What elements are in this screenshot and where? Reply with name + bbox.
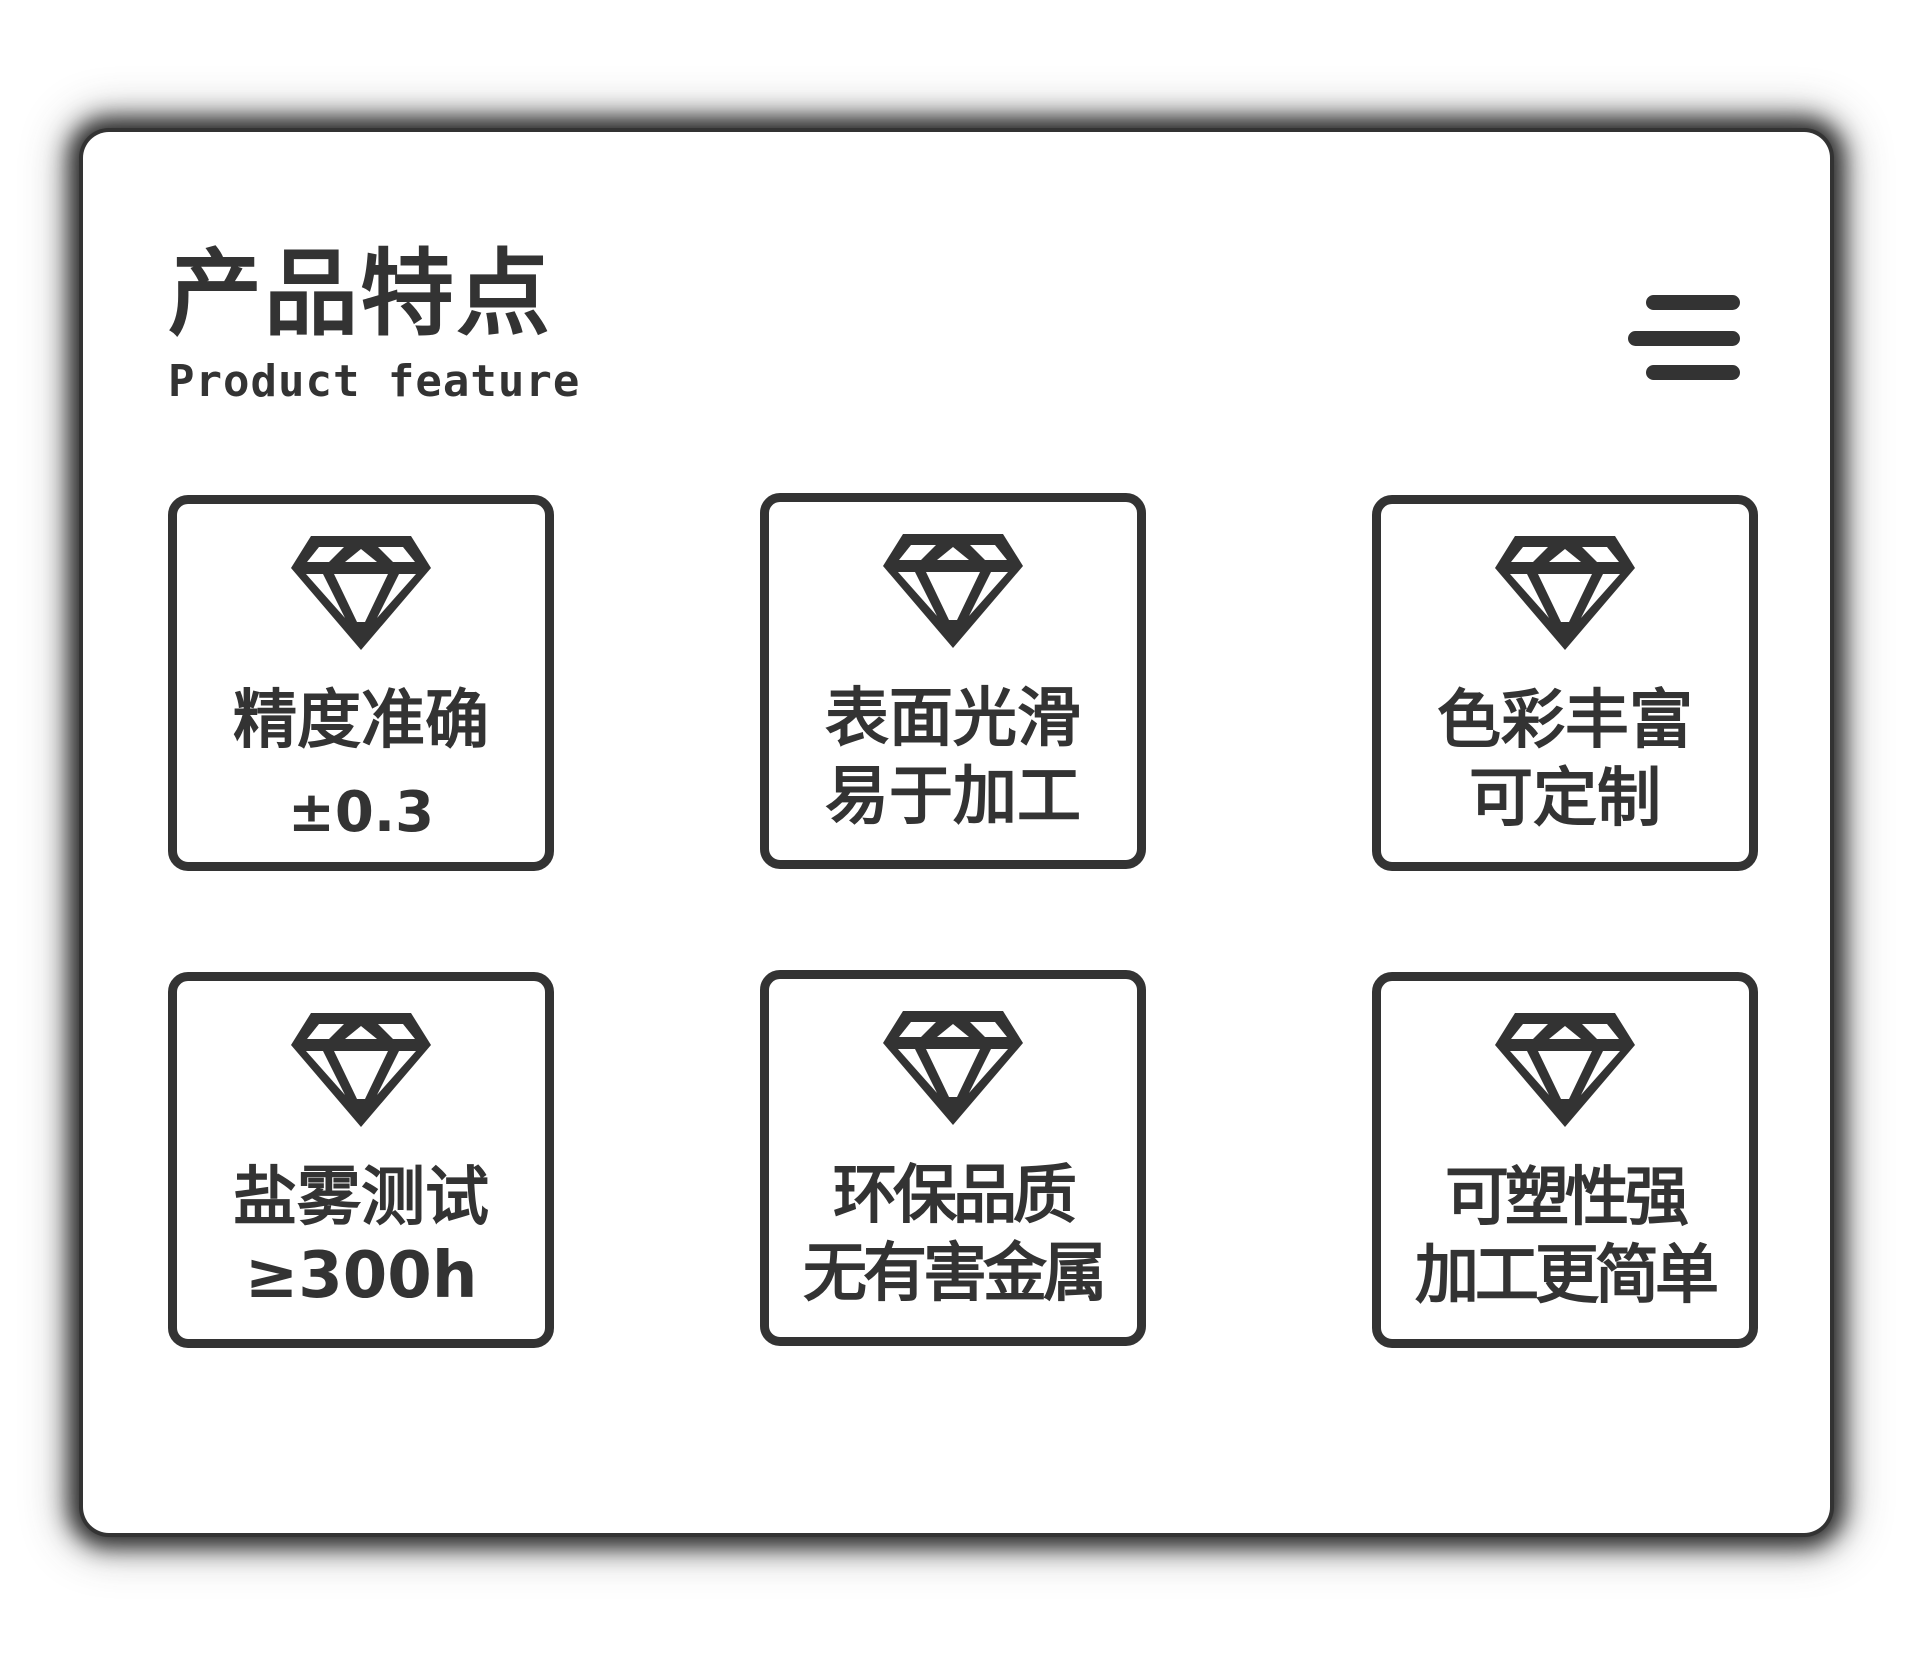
feature-title: 精度准确 (233, 684, 489, 758)
menu-button[interactable] (1623, 292, 1745, 392)
feature-tile-plasticity: 可塑性强 加工更简单 (1372, 972, 1758, 1348)
menu-line-bottom (1646, 365, 1740, 380)
feature-detail: 易于加工 (825, 760, 1081, 834)
diamond-icon (881, 1009, 1025, 1127)
feature-detail: 可定制 (1469, 762, 1661, 836)
feature-tile-precision: 精度准确 ±0.3 (168, 495, 554, 871)
diamond-icon (1493, 534, 1637, 652)
feature-text: 表面光滑 易于加工 (769, 680, 1137, 836)
feature-text: 可塑性强 加工更简单 (1381, 1159, 1749, 1315)
feature-title: 表面光滑 (825, 682, 1081, 756)
menu-line-middle (1628, 331, 1740, 346)
feature-tile-eco-quality: 环保品质 无有害金属 (760, 970, 1146, 1346)
feature-title: 环保品质 (833, 1159, 1077, 1233)
feature-text: 盐雾测试 ≥300h (177, 1159, 545, 1315)
feature-text: 色彩丰富 可定制 (1381, 682, 1749, 838)
diamond-icon (289, 534, 433, 652)
feature-tile-smooth-surface: 表面光滑 易于加工 (760, 493, 1146, 869)
menu-line-top (1646, 295, 1740, 310)
feature-detail: 加工更简单 (1415, 1239, 1719, 1313)
feature-tile-salt-spray: 盐雾测试 ≥300h (168, 972, 554, 1348)
feature-text: 精度准确 ±0.3 (177, 682, 545, 844)
feature-text: 环保品质 无有害金属 (769, 1157, 1137, 1313)
feature-tile-rich-colors: 色彩丰富 可定制 (1372, 495, 1758, 871)
diamond-icon (1493, 1011, 1637, 1129)
product-feature-card: 产品特点 Product feature 精度准确 ±0.3 (83, 132, 1830, 1533)
feature-detail: ±0.3 (287, 780, 435, 845)
feature-detail: 无有害金属 (803, 1237, 1107, 1311)
page-subtitle: Product feature (168, 356, 581, 407)
diamond-icon (881, 532, 1025, 650)
feature-title: 色彩丰富 (1437, 684, 1693, 758)
diamond-icon (289, 1011, 433, 1129)
feature-title: 可塑性强 (1445, 1161, 1689, 1235)
feature-detail: ≥300h (244, 1239, 478, 1313)
page-title: 产品特点 (168, 240, 553, 349)
feature-title: 盐雾测试 (233, 1161, 489, 1235)
